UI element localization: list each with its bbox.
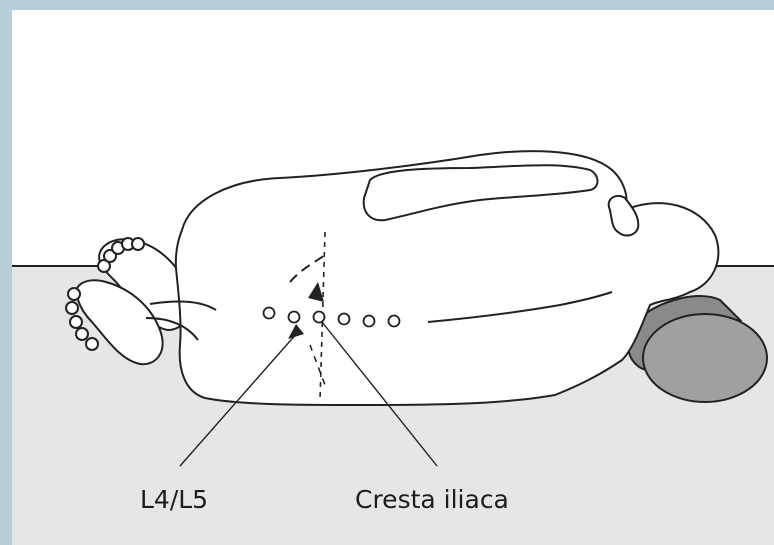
label-l4-l5: L4/L5 [140, 485, 208, 514]
vertebra-marker [389, 316, 400, 327]
vertebra-marker [314, 312, 325, 323]
vertebra-marker [289, 312, 300, 323]
lumbar-puncture-position-diagram: L4/L5 Cresta iliaca [12, 10, 774, 545]
vertebra-marker [364, 316, 375, 327]
vertebra-marker [264, 308, 275, 319]
illustration-frame: L4/L5 Cresta iliaca [12, 10, 774, 545]
label-iliac-crest: Cresta iliaca [355, 485, 509, 514]
vertebra-marker [339, 314, 350, 325]
